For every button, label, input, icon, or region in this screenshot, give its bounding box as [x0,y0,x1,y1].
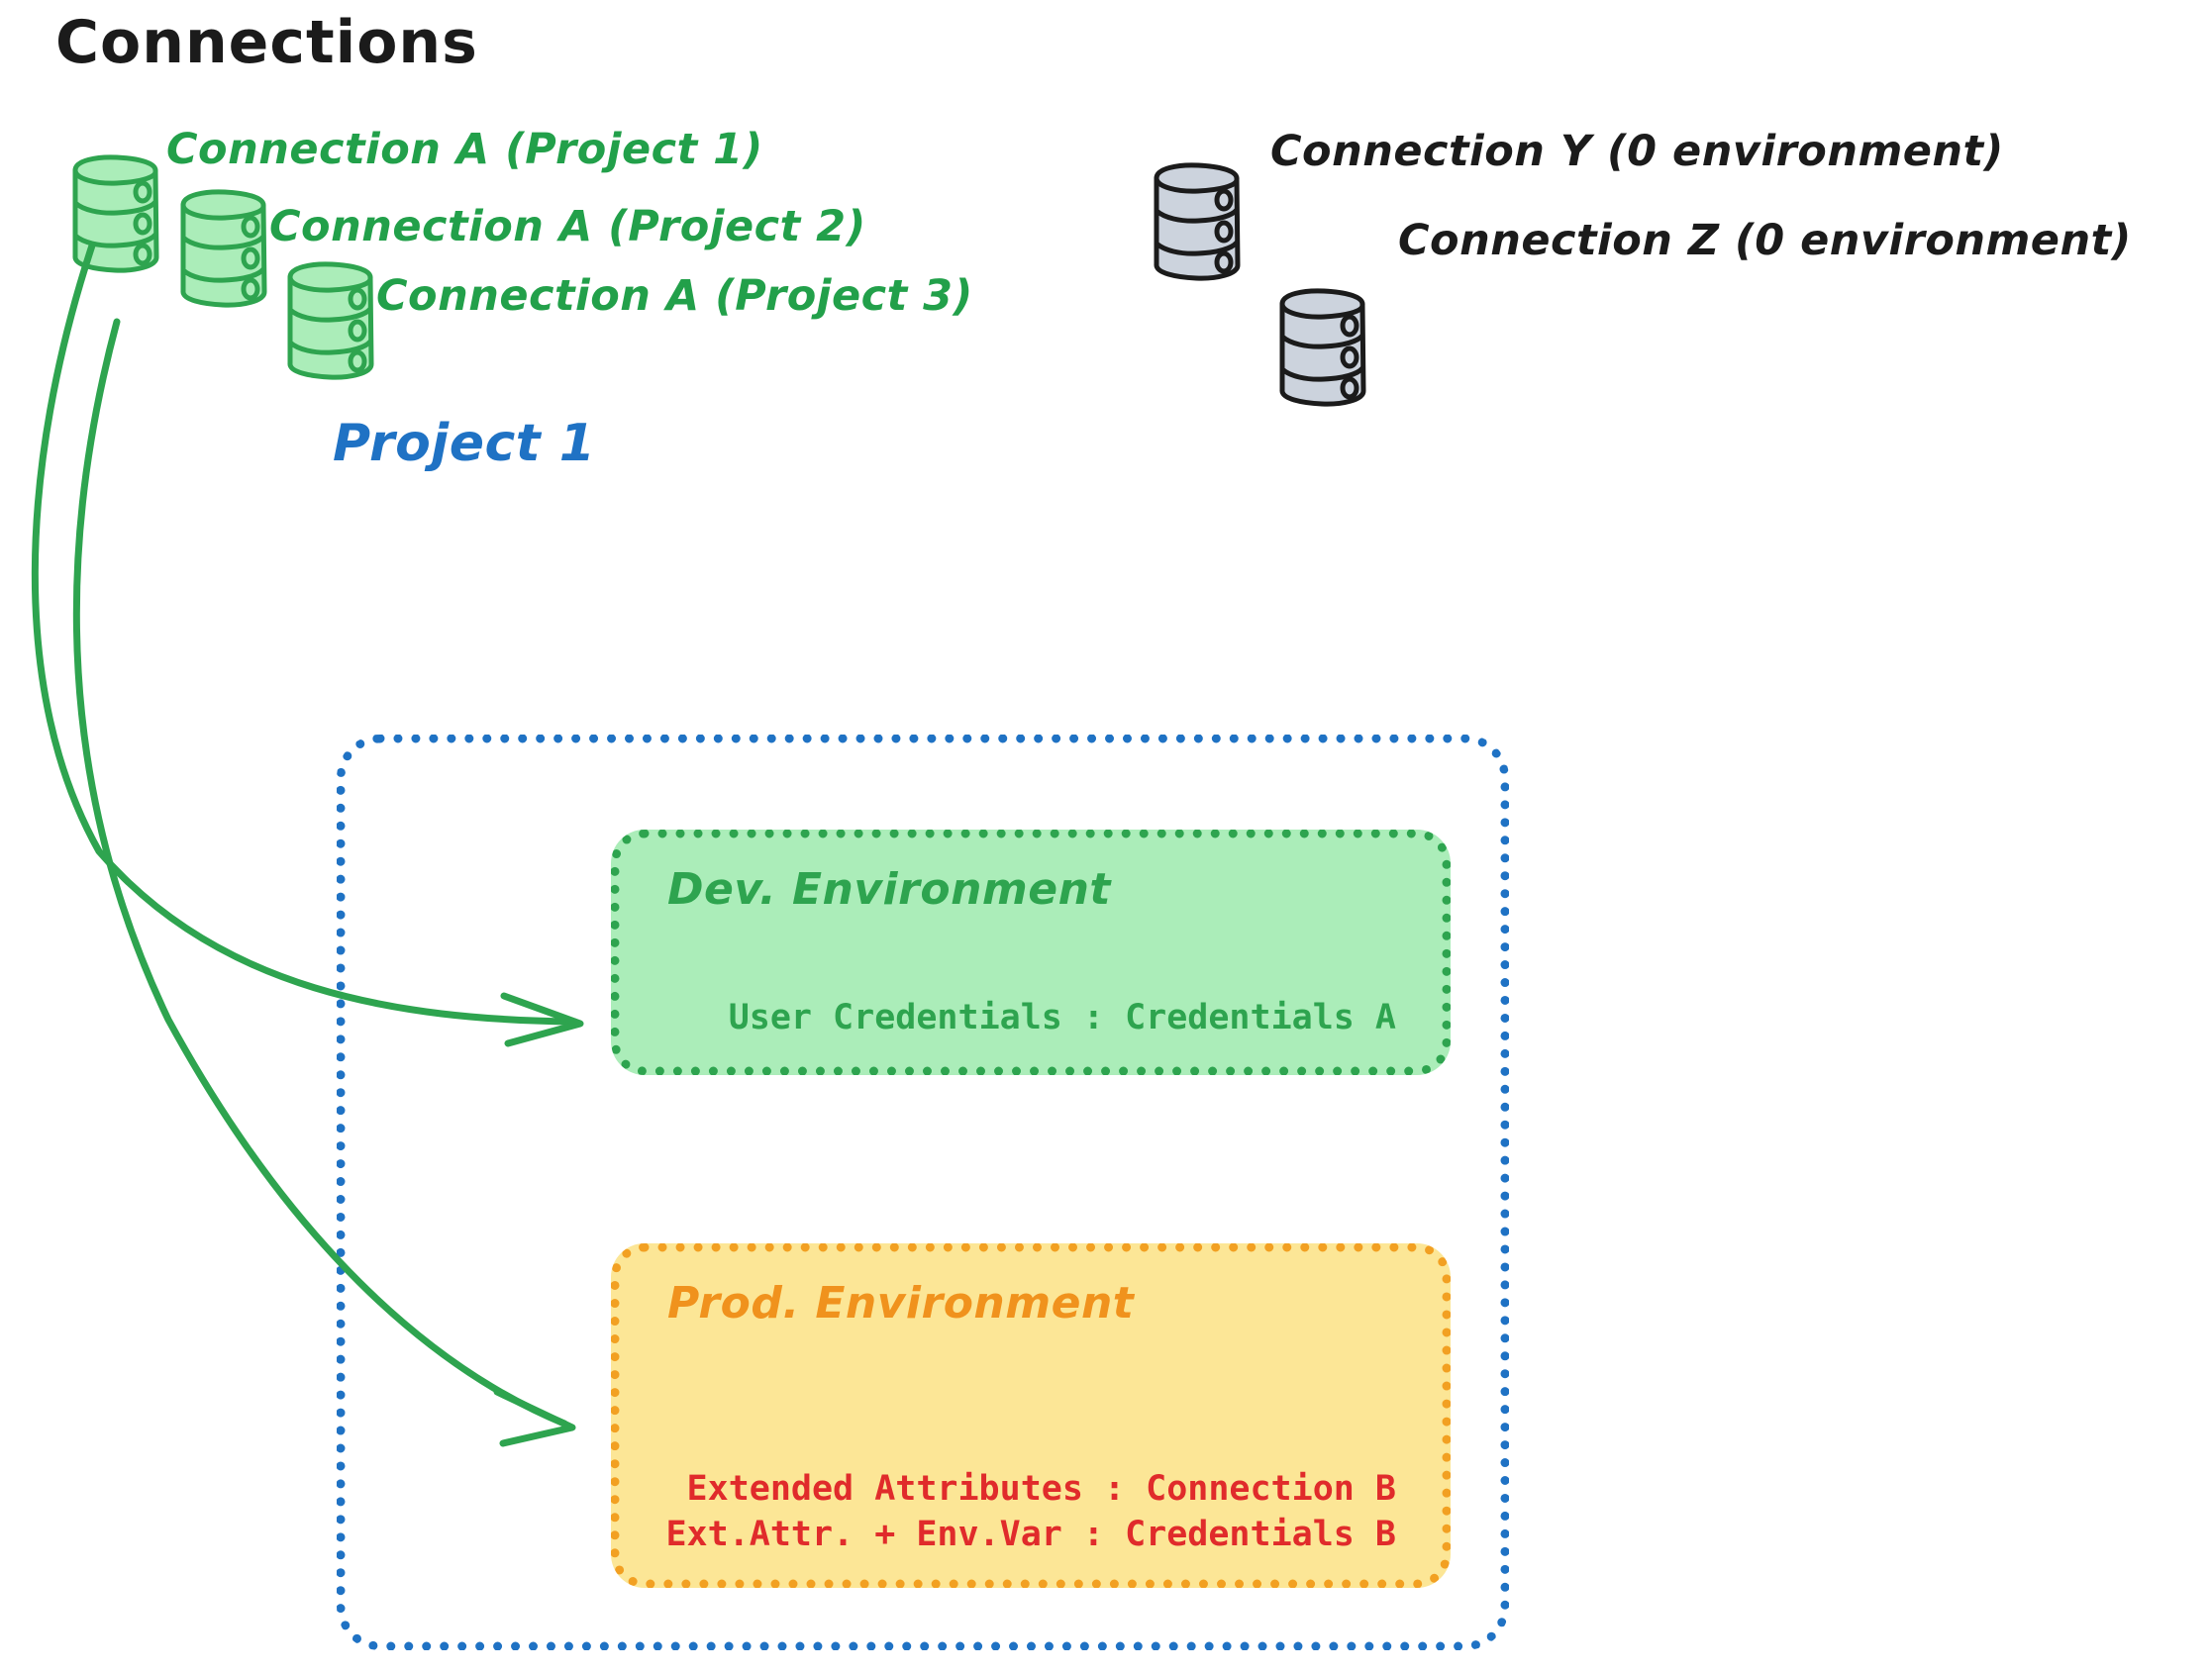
prod-environment-details: Extended Attributes : Connection B Ext.A… [665,1466,1396,1557]
database-icon [65,148,164,281]
page-title: Connections [55,8,478,77]
database-icon [280,255,379,388]
connection-label-a-project-3: Connection A (Project 3) [376,271,973,321]
prod-environment-title: Prod. Environment [667,1278,1135,1329]
connection-label-a-project-2: Connection A (Project 2) [269,202,866,251]
connection-label-a-project-1: Connection A (Project 1) [166,125,763,174]
database-icon [1147,156,1246,289]
prod-environment-box: Prod. Environment Extended Attributes : … [611,1243,1451,1588]
dev-environment-details: User Credentials : Credentials A [729,995,1396,1040]
prod-detail-line-1: Extended Attributes : Connection B [686,1468,1396,1509]
database-icon [1272,282,1371,415]
connection-label-y: Connection Y (0 environment) [1270,127,2004,176]
prod-detail-line-2: Ext.Attr. + Env.Var : Credentials B [665,1514,1396,1554]
connection-label-z: Connection Z (0 environment) [1398,216,2132,265]
project-title: Project 1 [333,414,596,473]
dev-environment-title: Dev. Environment [667,864,1111,915]
dev-detail-line: User Credentials : Credentials A [728,997,1396,1037]
database-icon [173,183,272,316]
dev-environment-box: Dev. Environment User Credentials : Cred… [611,830,1451,1075]
